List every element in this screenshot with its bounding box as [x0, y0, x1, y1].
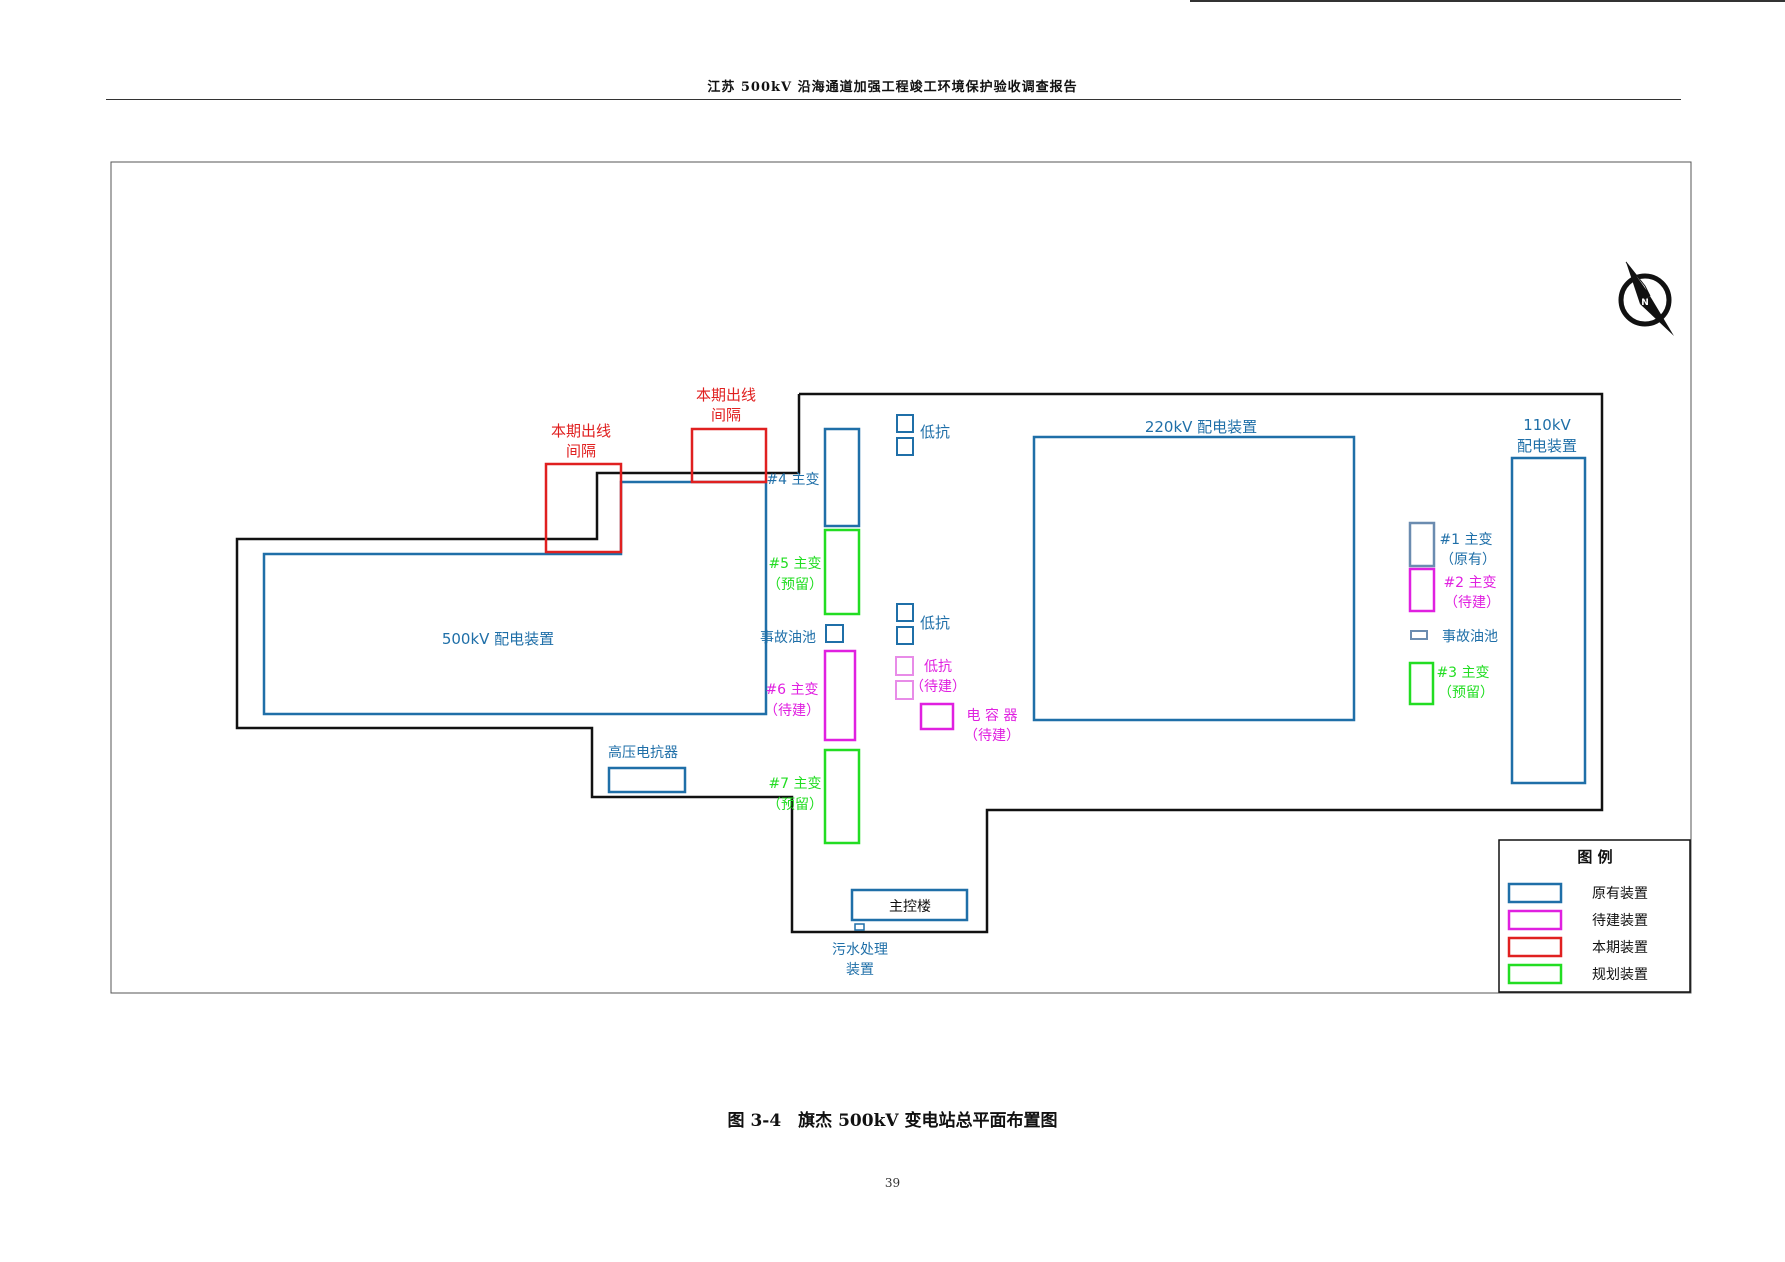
dist-110kv-label-line2: 配电装置: [1517, 437, 1577, 455]
t6-label-line1: #6 主变: [765, 682, 818, 698]
oil-left-label: 事故油池: [760, 630, 816, 646]
capacitor-label-line2: （待建）: [964, 728, 1020, 744]
t3-label-line1: #3 主变: [1436, 665, 1489, 681]
outgoing-bay-1: [544, 462, 623, 554]
legend-box: [1498, 839, 1691, 993]
legend-swatch-planned: [1507, 963, 1563, 985]
reactor-pending-a: [895, 656, 914, 676]
dist-500kv-area: [262, 480, 768, 716]
legend-label-existing: 原有装置: [1592, 886, 1648, 902]
top-rule: [1190, 0, 1785, 2]
reactor-mid-a: [896, 603, 914, 622]
reactor-top-a: [896, 414, 914, 433]
reactor-pending-label-line1: 低抗: [924, 659, 952, 675]
legend-label-planned: 规划装置: [1592, 967, 1648, 983]
drawing-frame: [110, 161, 1692, 994]
t7-label-line1: #7 主变: [768, 776, 821, 792]
bay1-label-line2: 间隔: [566, 442, 596, 460]
dist-220kv-label: 220kV 配电装置: [1145, 418, 1257, 436]
bay2-label-line1: 本期出线: [696, 386, 756, 404]
legend-swatch-pending: [1507, 909, 1563, 931]
t4-label: #4 主变: [766, 472, 819, 488]
transformer-3: [1408, 661, 1435, 706]
dist-110kv-area: [1510, 456, 1587, 785]
sewage-label-line1: 污水处理: [832, 942, 888, 958]
accident-oil-pool-left: [825, 624, 844, 643]
capacitor-label-line1: 电 容 器: [967, 707, 1018, 724]
t7-label-line2: （预留）: [767, 797, 823, 813]
capacitor: [919, 702, 955, 731]
transformer-1: [1408, 521, 1436, 568]
reactor-pending-label-line2: （待建）: [910, 679, 966, 695]
t5-label-line2: （预留）: [767, 577, 823, 593]
north-arrow-icon: N: [1618, 261, 1674, 336]
reactor-mid-label: 低抗: [920, 614, 950, 632]
legend-label-current: 本期装置: [1592, 940, 1648, 956]
transformer-2: [1408, 567, 1436, 613]
t6-label-line2: （待建）: [764, 703, 820, 719]
sewage-device: [854, 923, 865, 931]
header-title: 江苏 500kV 沿海通道加强工程竣工环境保护验收调查报告: [707, 80, 1078, 95]
transformer-4: [823, 427, 861, 528]
accident-oil-pool-right: [1410, 630, 1428, 640]
sewage-label-line2: 装置: [846, 962, 874, 978]
legend: 图 例 原有装置 待建装置 本期装置 规划装置: [1498, 839, 1691, 993]
outgoing-bay-2: [690, 427, 768, 484]
hv-reactor: [607, 766, 687, 794]
t2-label-line1: #2 主变: [1443, 575, 1496, 591]
legend-title: 图 例: [1577, 848, 1612, 866]
main-control-building: [850, 888, 969, 922]
reactor-top-b: [896, 437, 914, 456]
transformer-7: [823, 748, 861, 845]
t3-label-line2: （预留）: [1438, 685, 1494, 701]
transformer-6: [823, 649, 857, 742]
dist-110kv-label-line1: 110kV: [1523, 416, 1571, 434]
oil-right-label: 事故油池: [1442, 629, 1498, 645]
legend-swatch-existing: [1507, 882, 1563, 904]
t5-label-line1: #5 主变: [768, 556, 821, 572]
page-number: 39: [884, 1176, 901, 1190]
bay2-label-line2: 间隔: [711, 406, 741, 424]
dist-500kv-label: 500kV 配电装置: [442, 630, 554, 648]
control-label: 主控楼: [889, 899, 931, 915]
reactor-mid-b: [896, 626, 914, 645]
header-rule: [106, 99, 1681, 100]
transformer-5: [823, 528, 861, 616]
figure-caption: 图 3-4 旗杰 500kV 变电站总平面布置图: [727, 1111, 1058, 1131]
legend-label-pending: 待建装置: [1592, 913, 1648, 929]
t2-label-line2: （待建）: [1444, 595, 1500, 611]
compass-n-label: N: [1641, 298, 1649, 308]
t1-label-line1: #1 主变: [1439, 532, 1492, 548]
legend-swatch-current: [1507, 936, 1563, 958]
reactor-pending-b: [895, 680, 914, 700]
reactor-top-label: 低抗: [920, 423, 950, 441]
hv-reactor-label: 高压电抗器: [608, 744, 678, 761]
dist-220kv-area: [1032, 435, 1356, 722]
t1-label-line2: （原有）: [1440, 552, 1496, 568]
bay1-label-line1: 本期出线: [551, 422, 611, 440]
station-boundary: [235, 392, 1604, 934]
